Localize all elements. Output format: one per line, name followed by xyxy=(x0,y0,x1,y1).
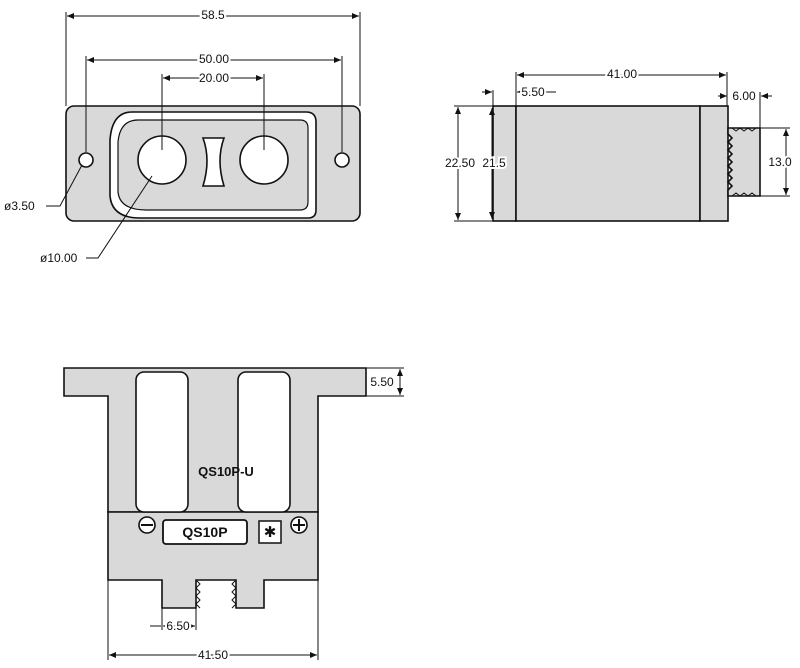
front-model-label: QS10P-U xyxy=(198,464,254,479)
front-right-slot xyxy=(237,371,291,513)
dim-body-height: 21.5 xyxy=(482,156,506,170)
front-body xyxy=(63,367,367,513)
side-view: 41.00 5.50 6.00 22.50 21.5 13.0 xyxy=(443,65,794,222)
dim-slot-width: 6.50 xyxy=(166,619,190,633)
center-key xyxy=(201,137,226,187)
side-thread xyxy=(726,127,761,197)
front-left-slot xyxy=(135,371,189,513)
side-neck xyxy=(699,105,729,222)
spark-icon: ✱ xyxy=(258,520,282,544)
front-thread xyxy=(195,579,237,609)
left-mount-hole xyxy=(78,152,94,168)
dim-pin-diameter: ø10.00 xyxy=(40,251,78,265)
dim-mount-hole-diameter: ø3.50 xyxy=(4,199,35,213)
dim-front-flange-height: 5.50 xyxy=(370,375,394,389)
dim-pin-spacing: 20.00 xyxy=(199,71,229,85)
side-body xyxy=(515,105,701,222)
dim-front-overall-width: 41.50 xyxy=(198,648,228,662)
dim-thread-length: 6.00 xyxy=(732,89,756,103)
dim-thread-diameter: 13.0 xyxy=(768,155,792,169)
top-view: 58.5 50.00 20.00 ø3.50 ø10.00 xyxy=(4,6,361,265)
plus-icon xyxy=(290,516,308,534)
dim-flange-thickness: 5.50 xyxy=(521,85,545,99)
dim-overall-width: 58.5 xyxy=(201,8,225,22)
front-view: QS10P-U QS10P ✱ 5.50 6.50 xyxy=(63,367,404,664)
dim-outer-height: 22.50 xyxy=(445,156,475,170)
badge-text: QS10P xyxy=(182,524,227,540)
badge-box xyxy=(162,519,248,545)
dim-body-length: 41.00 xyxy=(607,67,637,81)
minus-icon xyxy=(138,516,156,534)
svg-text:✱: ✱ xyxy=(264,523,277,541)
right-mount-hole xyxy=(334,152,350,168)
dim-mount-spacing: 50.00 xyxy=(199,52,229,66)
